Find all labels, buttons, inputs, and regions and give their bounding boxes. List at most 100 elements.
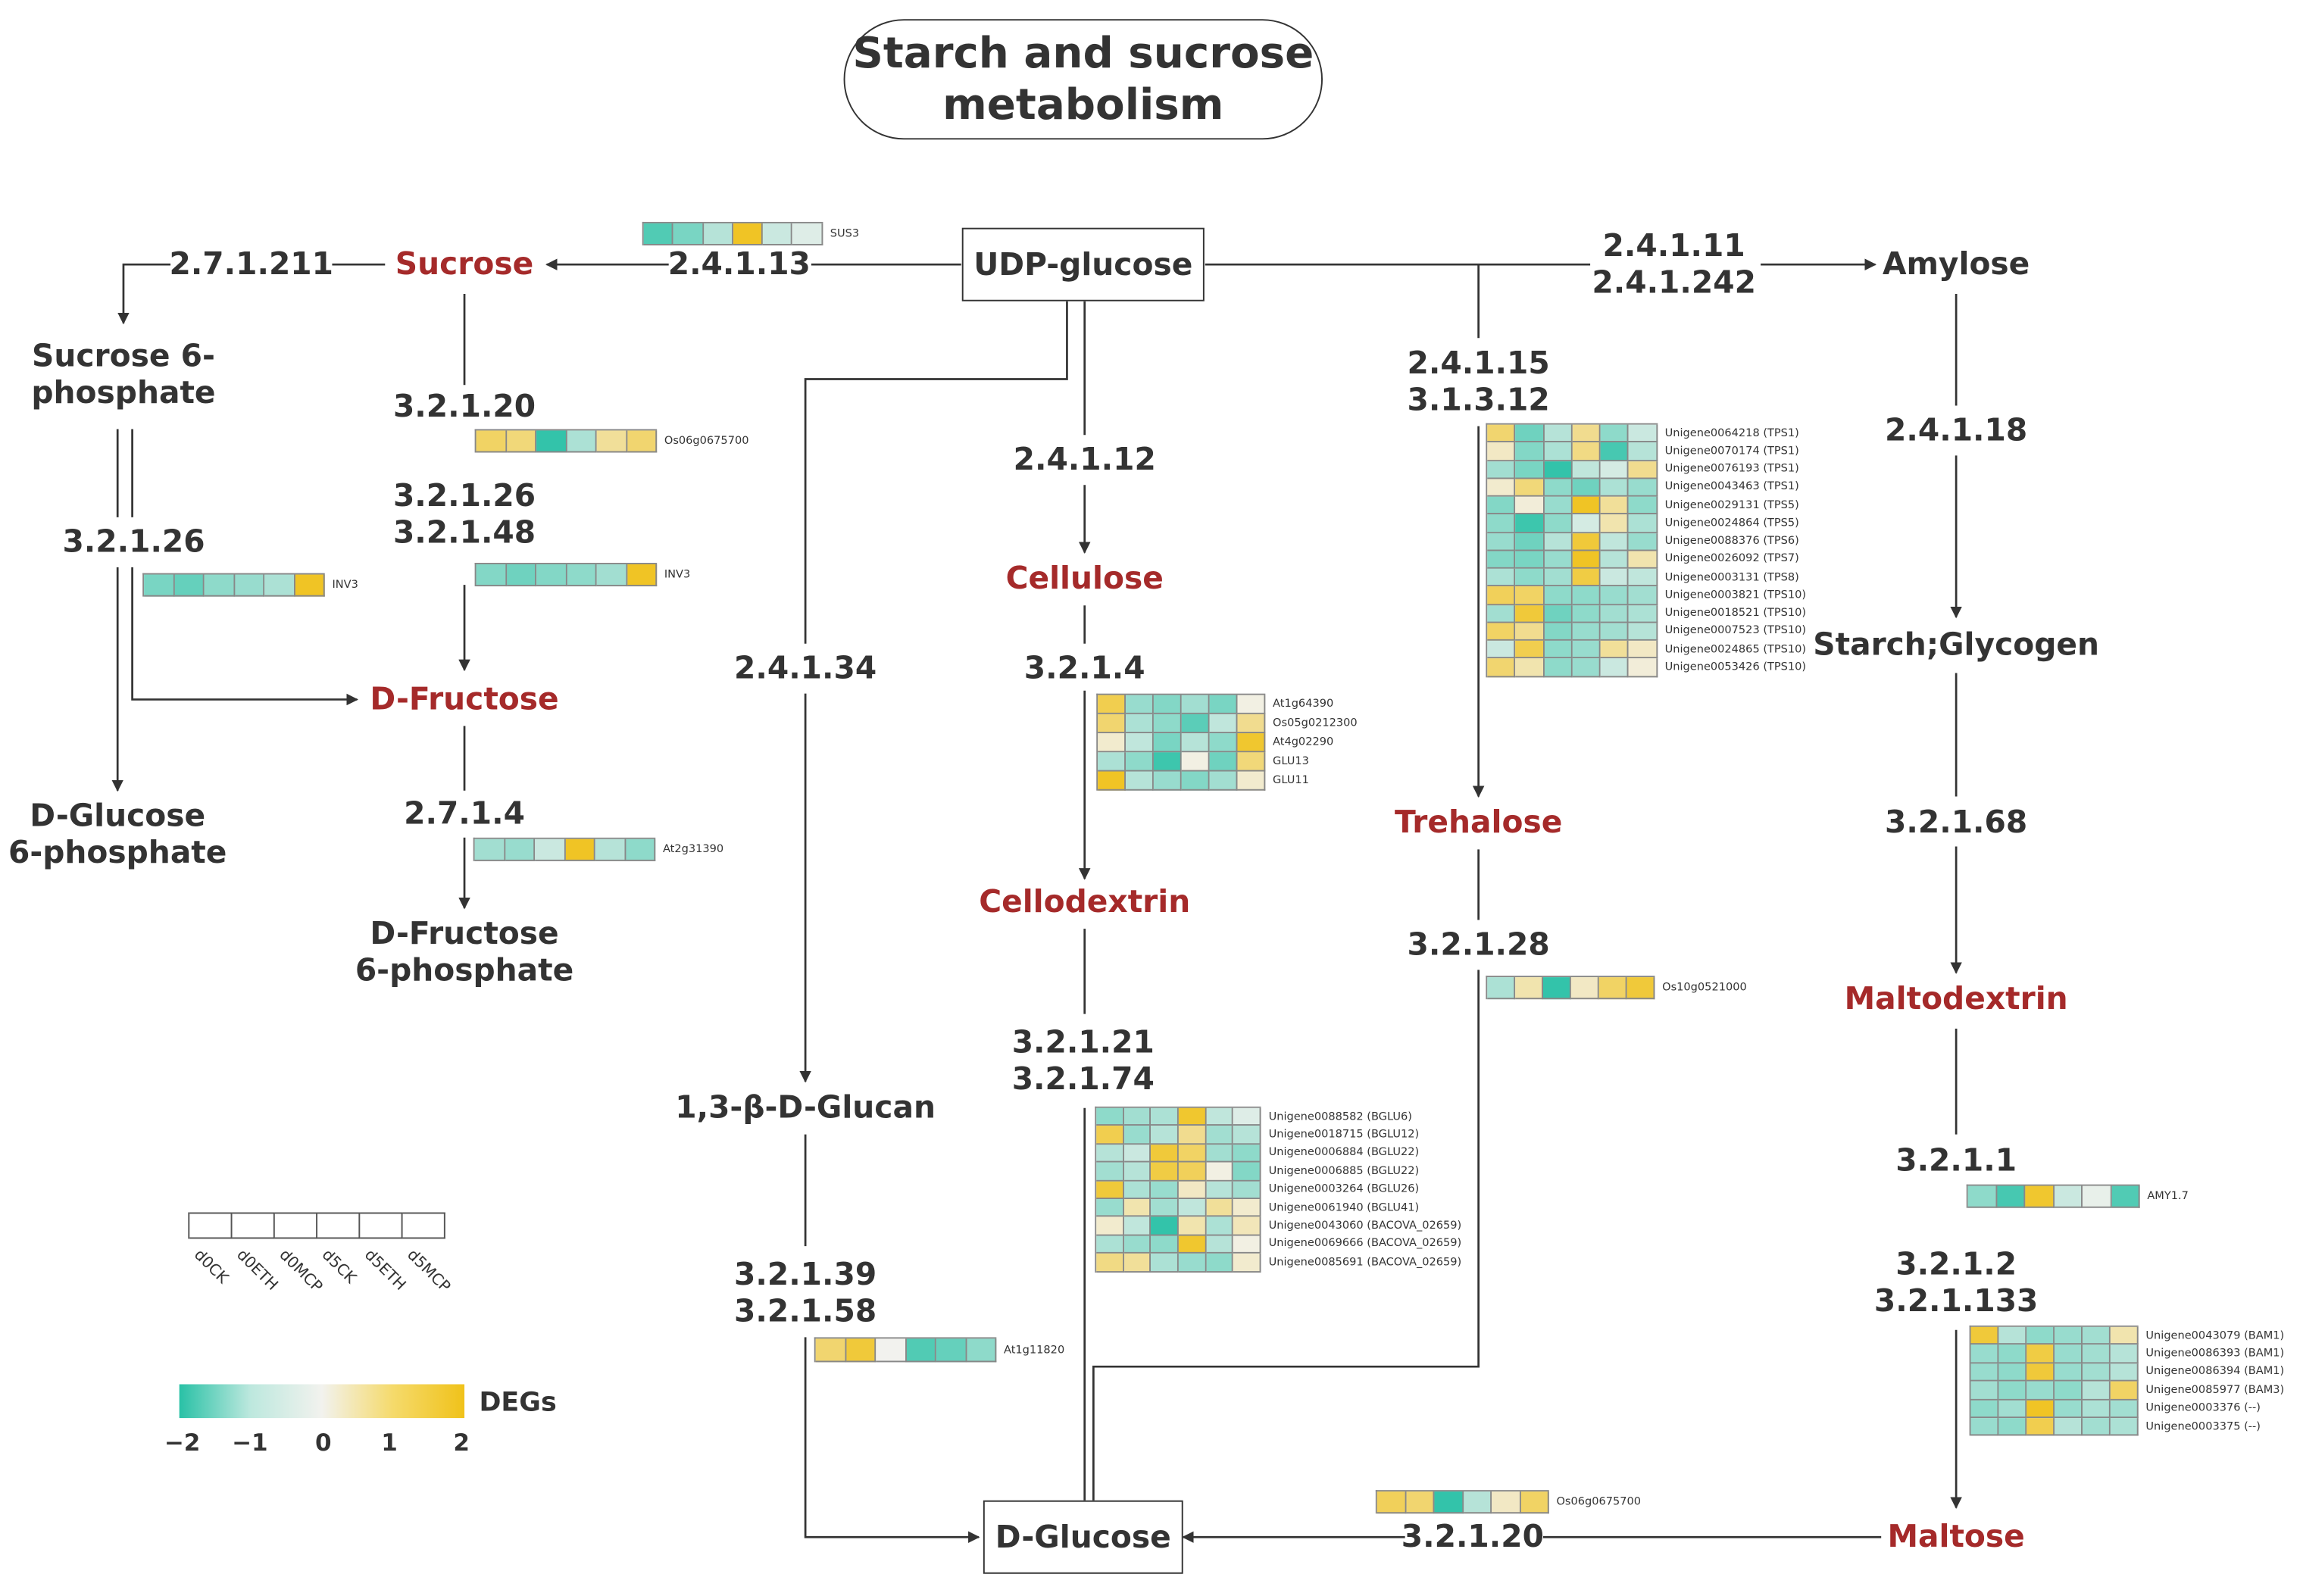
heatmap-cell: [1629, 533, 1658, 551]
heatmap-cell: [627, 564, 658, 587]
heatmap-cell: [1123, 1180, 1152, 1199]
node-trehalose: Trehalose: [1394, 804, 1563, 840]
gene-label: Unigene0018715 (BGLU12): [1268, 1127, 1420, 1141]
heatmap-cell: [1515, 496, 1545, 515]
heatmap-cell: [1544, 461, 1573, 479]
heatmap-cell: [1487, 586, 1516, 605]
heatmap-cell: [1179, 1126, 1207, 1145]
node-cellodextrin: Cellodextrin: [979, 884, 1191, 920]
heatmap-gene-labels: Os06g0675700: [1556, 1490, 1641, 1512]
heatmap-cell: [1544, 568, 1573, 587]
node-amylose: Amylose: [1882, 246, 2030, 282]
enzyme-3.2.1.39-3.2.1.58: 3.2.1.39 3.2.1.58: [734, 1257, 877, 1329]
heatmap-cell: [1572, 604, 1601, 623]
heatmap-cell: [1179, 1162, 1207, 1181]
heatmap-cell: [1487, 424, 1516, 443]
gene-label: Unigene0003131 (TPS8): [1664, 569, 1799, 583]
heatmap-cell: [2026, 1381, 2055, 1400]
heatmap-cell: [2082, 1381, 2111, 1400]
gene-label: Unigene0029131 (TPS5): [1664, 497, 1799, 511]
heatmap-cell: [1487, 461, 1516, 479]
gene-label: AMY1.7: [2147, 1188, 2189, 1202]
heatmap-cell: [1181, 733, 1210, 753]
heatmap-cell: [1126, 695, 1154, 714]
heatmap-cell: [1544, 640, 1573, 659]
heatmap-cell: [535, 839, 565, 861]
gene-label: Unigene0003821 (TPS10): [1664, 587, 1807, 601]
enzyme-3.2.1.68: 3.2.1.68: [1885, 804, 2028, 840]
edge-glucan-to-glucose: [804, 1337, 980, 1544]
sample-box: [274, 1212, 318, 1239]
heatmap-cell: [1487, 551, 1516, 569]
heatmap-cell: [1151, 1254, 1180, 1273]
heatmap-cell: [1515, 604, 1545, 623]
heatmap-cell: [1151, 1180, 1180, 1199]
heatmap-cell: [1572, 658, 1601, 677]
gene-label: Unigene0043079 (BAM1): [2145, 1328, 2285, 1341]
heatmap-grid: [1486, 976, 1655, 1000]
heatmap-cell: [1515, 478, 1545, 497]
heatmap-cell: [1179, 1198, 1207, 1217]
heatmap-cell: [566, 564, 597, 587]
heatmap-cell: [1153, 714, 1182, 734]
colorbar-tick: 2: [453, 1428, 470, 1457]
heatmap-cell: [625, 839, 656, 861]
heatmap-cell: [596, 430, 627, 453]
heatmap-cell: [1572, 568, 1601, 587]
gene-label: Unigene0085977 (BAM3): [2145, 1382, 2285, 1396]
heatmap-cell: [1237, 752, 1266, 772]
heatmap-cell: [1153, 752, 1182, 772]
heatmap-grid: [473, 837, 656, 861]
edge-to-sucrose6p: [117, 263, 171, 325]
enzyme-3.2.1.28: 3.2.1.28: [1407, 926, 1550, 962]
heatmap-cell: [1601, 533, 1630, 551]
heatmap-cell: [1181, 771, 1210, 791]
edge-to-fructose-left: [131, 567, 358, 706]
heatmap-cell: [1233, 1180, 1261, 1199]
enzyme-3.2.1.20-maltose: 3.2.1.20: [1401, 1519, 1544, 1554]
heatmap-cell: [1487, 658, 1516, 677]
heatmap-cell: [1601, 623, 1630, 641]
heatmap-cell: [1626, 977, 1655, 1000]
heatmap-cell: [1123, 1162, 1152, 1181]
gene-label: Os06g0675700: [664, 433, 749, 447]
heatmap-cell: [1181, 695, 1210, 714]
heatmap-cell: [1487, 604, 1516, 623]
heatmap-cell: [1629, 496, 1658, 515]
enzyme-3.2.1.21-3.2.1.74: 3.2.1.21 3.2.1.74: [1011, 1024, 1155, 1097]
heatmap-sus3: SUS3: [642, 221, 859, 245]
heatmap-cell: [627, 430, 658, 453]
heatmap-cell: [1098, 733, 1127, 753]
heatmap-cell: [2054, 1185, 2083, 1208]
heatmap-grid: [474, 429, 658, 453]
heatmap-cell: [2026, 1326, 2055, 1345]
gene-label: Unigene0007523 (TPS10): [1664, 623, 1807, 637]
heatmap-cell: [1096, 1254, 1124, 1273]
heatmap-cell: [144, 574, 174, 597]
heatmap-cell: [1601, 442, 1630, 461]
heatmap-cell: [1126, 771, 1154, 791]
heatmap-cell: [1209, 771, 1238, 791]
heatmap-os06g0675700-sucrose: Os06g0675700: [474, 429, 748, 453]
heatmap-cell: [763, 223, 793, 245]
heatmap-cell: [1544, 623, 1573, 641]
heatmap-cell: [815, 1338, 846, 1363]
enzyme-3.2.1.4: 3.2.1.4: [1023, 650, 1145, 686]
heatmap-cell: [1572, 442, 1601, 461]
gene-label: Unigene0043463 (TPS1): [1664, 479, 1799, 493]
heatmap-grid: [814, 1337, 997, 1363]
heatmap-cell: [476, 564, 507, 587]
heatmap-gene-labels: Os10g0521000: [1662, 976, 1747, 998]
heatmap-gene-labels: Unigene0043079 (BAM1)Unigene0086393 (BAM…: [2145, 1326, 2284, 1435]
heatmap-cell: [1492, 1491, 1520, 1514]
heatmap-cell: [1179, 1235, 1207, 1254]
heatmap-cell: [2110, 1326, 2139, 1345]
heatmap-cell: [1601, 551, 1630, 569]
heatmap-gene-labels: At1g11820: [1004, 1337, 1064, 1360]
heatmap-cell: [1206, 1144, 1234, 1163]
heatmap-cell: [1572, 640, 1601, 659]
heatmap-cell: [733, 223, 764, 245]
heatmap-cell: [1096, 1162, 1124, 1181]
enzyme-3.2.1.1: 3.2.1.1: [1895, 1142, 2017, 1179]
